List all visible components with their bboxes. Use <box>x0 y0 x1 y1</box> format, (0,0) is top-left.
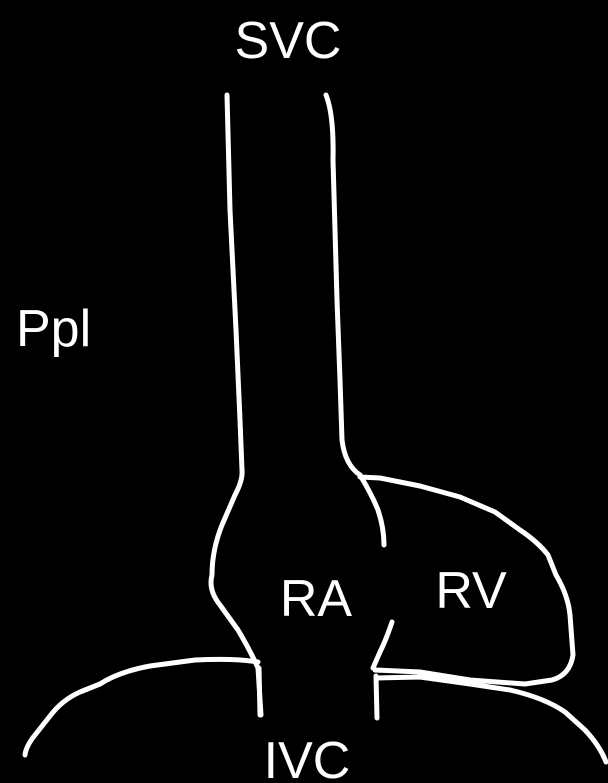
rv-label: RV <box>435 562 507 620</box>
svc-left-wall <box>227 95 242 470</box>
svc-label: SVC <box>235 12 342 70</box>
ppl-label: Ppl <box>16 300 91 358</box>
ra-left-wall <box>211 470 261 715</box>
ivc-right-wall <box>376 676 377 718</box>
ra-label: RA <box>280 570 353 628</box>
ivc-left-wall <box>259 668 260 715</box>
tricuspid-valve-line <box>373 622 392 668</box>
ra-right-wall <box>360 475 384 545</box>
diaphragm-left <box>25 659 258 755</box>
ivc-label: IVC <box>264 732 351 783</box>
diaphragm-right <box>377 677 606 762</box>
svc-right-wall <box>326 95 360 475</box>
